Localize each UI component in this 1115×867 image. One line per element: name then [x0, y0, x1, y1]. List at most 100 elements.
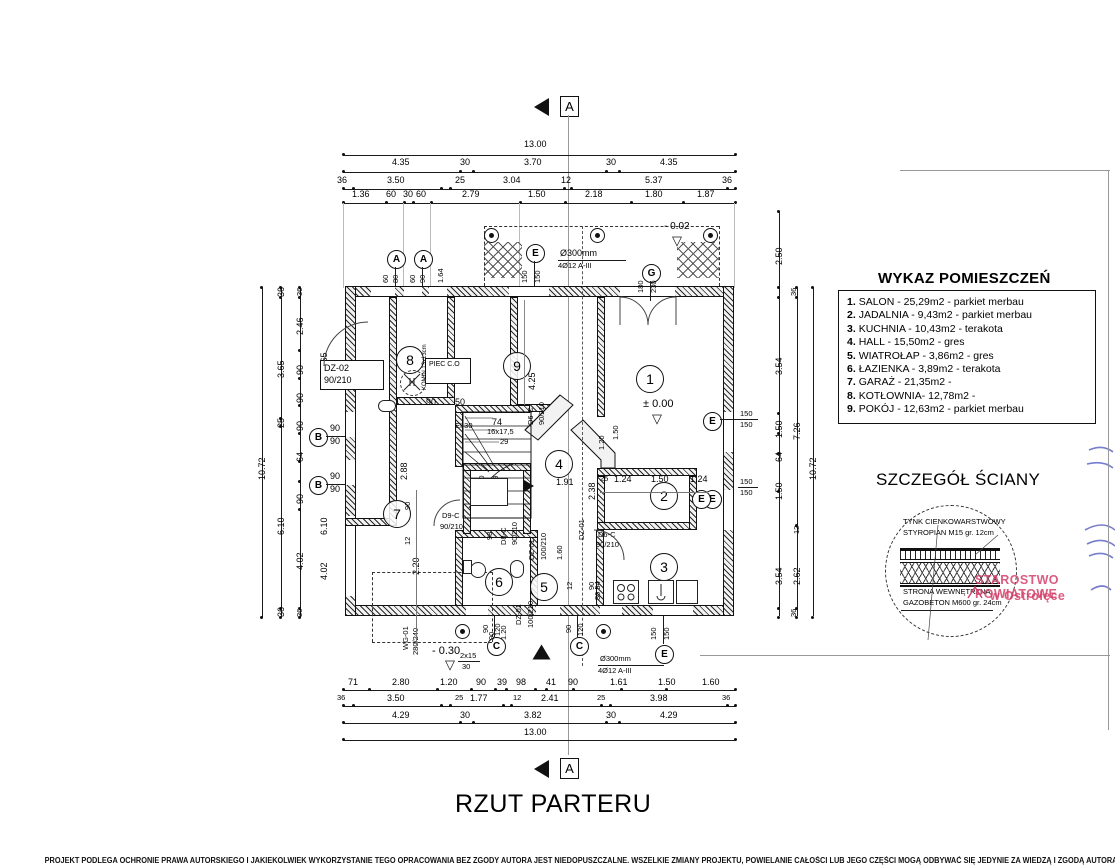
dim-bot2-b: 3.50	[387, 693, 405, 703]
dim-line-top-2	[343, 172, 736, 173]
dim-wiatrolap-12: 12	[565, 581, 574, 590]
door-opening-g	[620, 286, 675, 297]
column-note-top-2: 4Ø12 A-III	[558, 261, 592, 270]
kitchen-sink-icon	[656, 584, 666, 601]
sheet-border-right	[1108, 170, 1109, 730]
level-salon: ± 0.00	[643, 398, 674, 410]
garage-door-opening	[345, 516, 356, 596]
level-symbol-terrace: ▽	[672, 233, 682, 248]
sheet-border-top	[900, 170, 1110, 171]
dim-top3-a: 36	[337, 175, 348, 185]
window-opening-e-right	[723, 490, 734, 530]
washbasin	[463, 560, 472, 574]
dim-top2-a: 4.35	[392, 157, 410, 167]
dim-left3-b: 2.46	[295, 317, 305, 335]
dim-top4-c: 30	[403, 189, 414, 199]
section-line-a	[568, 115, 569, 755]
door-opening-dz02-top	[429, 286, 447, 297]
door-dz02-size: 90/210	[324, 375, 352, 385]
dim-line-right-3	[813, 288, 814, 616]
exterior-wall-left	[345, 286, 356, 616]
stairs-riser-note: 16x17,5	[487, 427, 514, 436]
level-terrace: - 0.02	[664, 221, 690, 232]
legend-text: HALL - 15,50m2 - gres	[858, 336, 965, 349]
level-symbol-garage: ▽	[445, 657, 455, 672]
shower	[510, 560, 524, 578]
door-d6c-kitchen-code: D6-C	[598, 530, 616, 539]
dim-top-total: 13.00	[524, 139, 547, 149]
dim-wiatrolap-160: 1.60	[555, 545, 564, 560]
dim-bath-120: 1.20	[499, 625, 508, 640]
legend-no: 7.	[847, 376, 856, 389]
dim-right-total: 10.72	[808, 457, 818, 480]
axis-line-center	[582, 226, 583, 666]
wall-layer-gasconcrete	[900, 562, 1000, 584]
wall-label-block: GAZOBETON M600 gr. 24cm	[903, 598, 1002, 607]
dim-kotlownia-50: 50	[455, 397, 466, 407]
room-number-1: 1	[636, 365, 664, 393]
legend-title: WYKAZ POMIESZCZEŃ	[878, 270, 1051, 287]
door-d8c-code: D8-C	[499, 527, 508, 545]
window-e2-h: 150	[740, 420, 753, 429]
legend-row: 3. KUCHNIA - 10,43m2 - terakota	[847, 323, 1087, 336]
dim-right1-d: 1.50	[774, 420, 784, 438]
window-e4-w: 150	[649, 627, 658, 640]
window-a1-w: 60	[381, 274, 390, 283]
dim-left2-b: 3.65	[276, 360, 286, 378]
dim-line-right-2	[797, 288, 798, 616]
dim-line-left-2	[281, 288, 282, 618]
dim-top4-h: 1.80	[645, 189, 663, 199]
door-dz01-a-size: 100/210	[539, 532, 548, 560]
room-number-7: 7	[383, 500, 411, 528]
dim-bot3-c: 3.82	[524, 710, 542, 720]
bathtub	[470, 478, 508, 506]
legend-row: 8. KOTŁOWNIA- 12,78m2 -	[847, 390, 1087, 403]
wall-label-styrofoam: STYROPIAN M15 gr. 12cm	[903, 528, 994, 537]
dim-top3-b: 3.50	[387, 175, 405, 185]
dim-left2-a: 36	[276, 286, 286, 297]
wall-detail-leader-lines	[927, 524, 999, 641]
window-opening-e1	[509, 286, 549, 297]
wall-label-plaster: TYNK CIENKOWARSTWOWY	[903, 517, 1006, 526]
dim-right1-e: 64	[774, 451, 784, 462]
legend-no: 5.	[847, 349, 856, 362]
dim-bot2-e: 12	[513, 693, 522, 702]
window-e1-h: 150	[533, 270, 542, 283]
dim-top4-d: 60	[416, 189, 427, 199]
legend-no: 1.	[847, 296, 856, 308]
dim-left2-d: 6.10	[276, 517, 286, 535]
legend-row: 9. POKÓJ - 12,63m2 - parkiet merbau	[847, 403, 1087, 416]
column-top-mid	[590, 228, 605, 243]
legend-row: 1. SALON - 25,29m2 - parkiet merbau	[847, 296, 1087, 309]
dim-line-bottom-3	[343, 723, 736, 724]
dim-right1-g: 3.54	[774, 567, 784, 585]
window-b2-h: 90	[330, 484, 341, 494]
dim-top4-f: 1.50	[528, 189, 546, 199]
wall-layer-inner-plaster	[900, 585, 1000, 587]
door-d6c-kitchen-size: 90/210	[596, 540, 619, 549]
marker-e-2: E	[703, 412, 722, 431]
dim-hall-120: 1.20	[597, 435, 606, 450]
legend-no: 2.	[847, 309, 856, 322]
door-d9c-code: D9-C	[442, 511, 460, 520]
legend-text: KOTŁOWNIA- 12,78m2 -	[858, 389, 976, 402]
dim-pokoj-425: 4.25	[527, 372, 537, 390]
dim-right2-c: 2.62	[792, 567, 802, 585]
dim-hall-98: 98	[485, 531, 494, 540]
window-e4-h: 150	[662, 627, 671, 640]
legend-row: 2. JADALNIA - 9,43m2 - parkiet merbau	[847, 309, 1087, 322]
legend-text: POKÓJ - 12,63m2 - parkiet merbau	[858, 403, 1024, 416]
room-number-2: 2	[650, 482, 678, 510]
cooktop-burners-icon	[617, 584, 635, 601]
dim-right2-b: 12	[792, 525, 801, 534]
legend-no: 9.	[847, 403, 856, 416]
window-b1-w: 90	[330, 423, 341, 433]
section-marker-top: A	[560, 96, 579, 117]
dim-top4-i: 1.87	[697, 189, 715, 199]
cooktop	[613, 580, 639, 604]
door-opening-dz01-entry	[536, 605, 560, 616]
dim-left2-e: 36	[276, 606, 286, 617]
wall-detail-circle	[885, 505, 1017, 637]
dim-bot1-f: 98	[516, 677, 527, 687]
dim-bot1-g: 41	[546, 677, 557, 687]
